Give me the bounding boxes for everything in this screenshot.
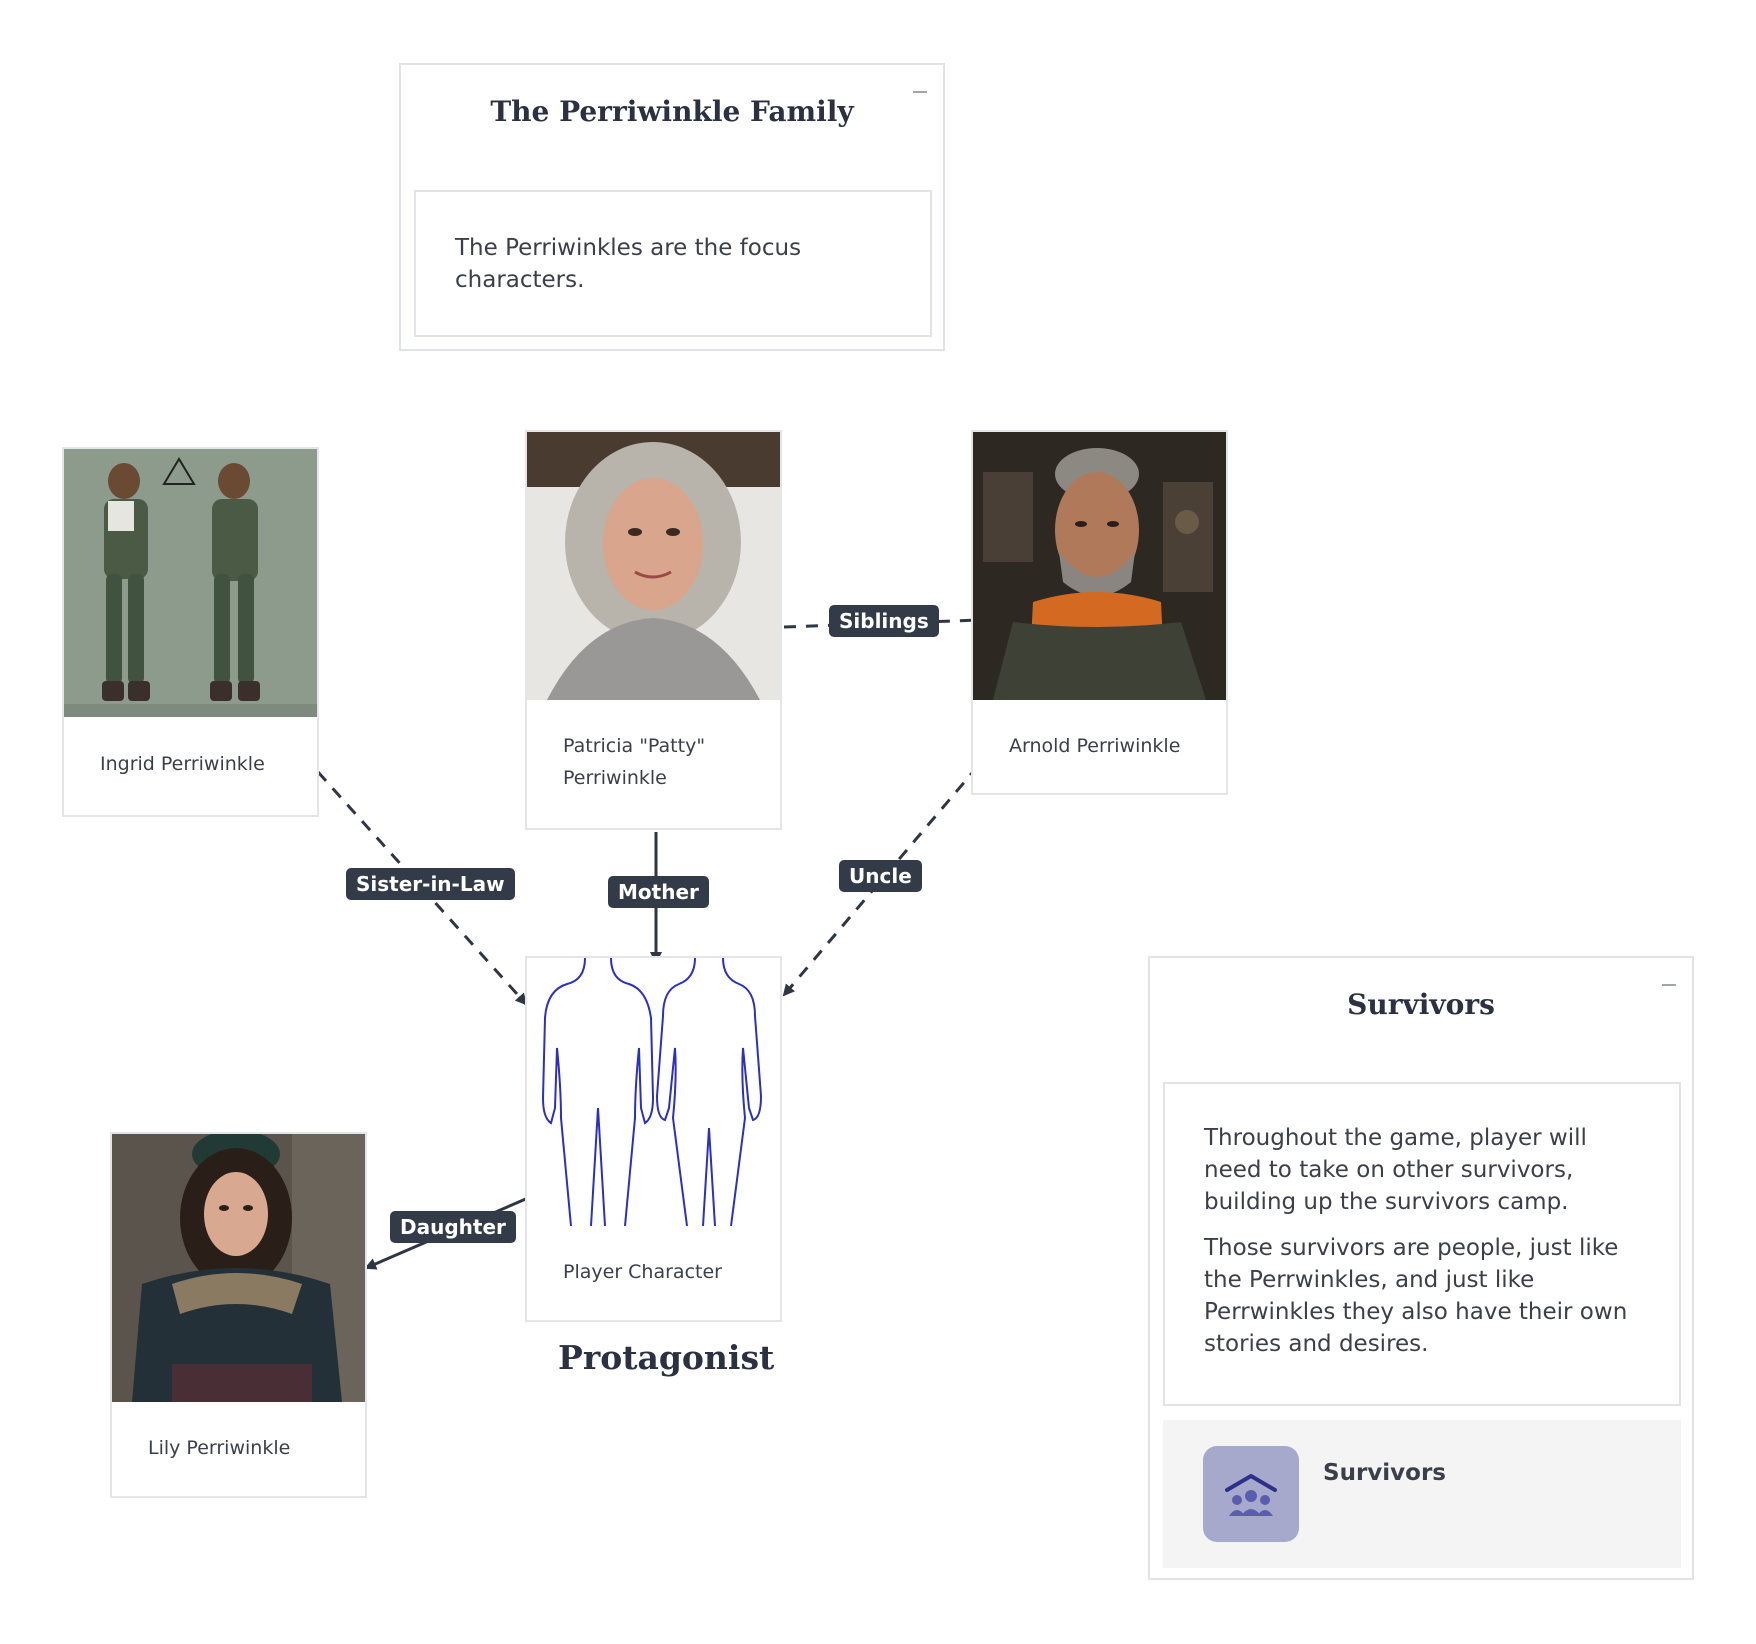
ingrid-portrait	[64, 449, 317, 717]
survivors-group-panel[interactable]: Survivors Throughout the game, player wi…	[1148, 956, 1694, 1580]
family-group-title: The Perriwinkle Family	[490, 95, 854, 128]
character-name-lily: Lily Perriwinkle	[148, 1437, 291, 1459]
family-description-box: The Perriwinkles are the focus character…	[414, 190, 932, 337]
survivors-description-text-1: Throughout the game, player will need to…	[1204, 1125, 1587, 1215]
patricia-portrait	[527, 432, 780, 700]
character-name-patricia: Patricia "Patty" Perriwinkle	[563, 735, 706, 789]
edge-uncle	[782, 765, 980, 997]
character-card-lily[interactable]: Lily Perriwinkle	[110, 1132, 367, 1498]
character-card-ingrid[interactable]: Ingrid Perriwinkle	[62, 447, 319, 817]
player-caption: Protagonist	[558, 1338, 775, 1377]
player-body-outline	[527, 958, 780, 1226]
character-card-player[interactable]: Player Character	[525, 956, 782, 1322]
survivors-description-text-2: Those survivors are people, just like th…	[1204, 1235, 1628, 1357]
survivors-reference-label: Survivors	[1323, 1460, 1446, 1486]
survivors-reference-link[interactable]: Survivors	[1163, 1420, 1681, 1568]
arnold-portrait	[973, 432, 1226, 700]
survivors-group-title: Survivors	[1347, 988, 1495, 1021]
character-card-arnold[interactable]: Arnold Perriwinkle	[971, 430, 1228, 795]
label-daughter: Daughter	[390, 1211, 516, 1243]
label-siblings: Siblings	[829, 605, 939, 637]
label-uncle: Uncle	[839, 860, 922, 892]
character-name-player: Player Character	[563, 1261, 722, 1283]
collapse-icon[interactable]	[1662, 984, 1676, 986]
family-group-panel[interactable]: The Perriwinkle Family The Perriwinkles …	[399, 63, 945, 351]
character-name-arnold: Arnold Perriwinkle	[1009, 735, 1181, 757]
label-mother: Mother	[608, 876, 709, 908]
survivors-description-box: Throughout the game, player will need to…	[1163, 1082, 1681, 1406]
lily-portrait	[112, 1134, 365, 1402]
character-name-ingrid: Ingrid Perriwinkle	[100, 753, 265, 775]
shelter-people-icon	[1203, 1446, 1299, 1542]
family-description-text: The Perriwinkles are the focus character…	[455, 235, 802, 293]
collapse-icon[interactable]	[913, 91, 927, 93]
character-card-patricia[interactable]: Patricia "Patty" Perriwinkle	[525, 430, 782, 830]
label-sister-in-law: Sister-in-Law	[346, 868, 515, 900]
